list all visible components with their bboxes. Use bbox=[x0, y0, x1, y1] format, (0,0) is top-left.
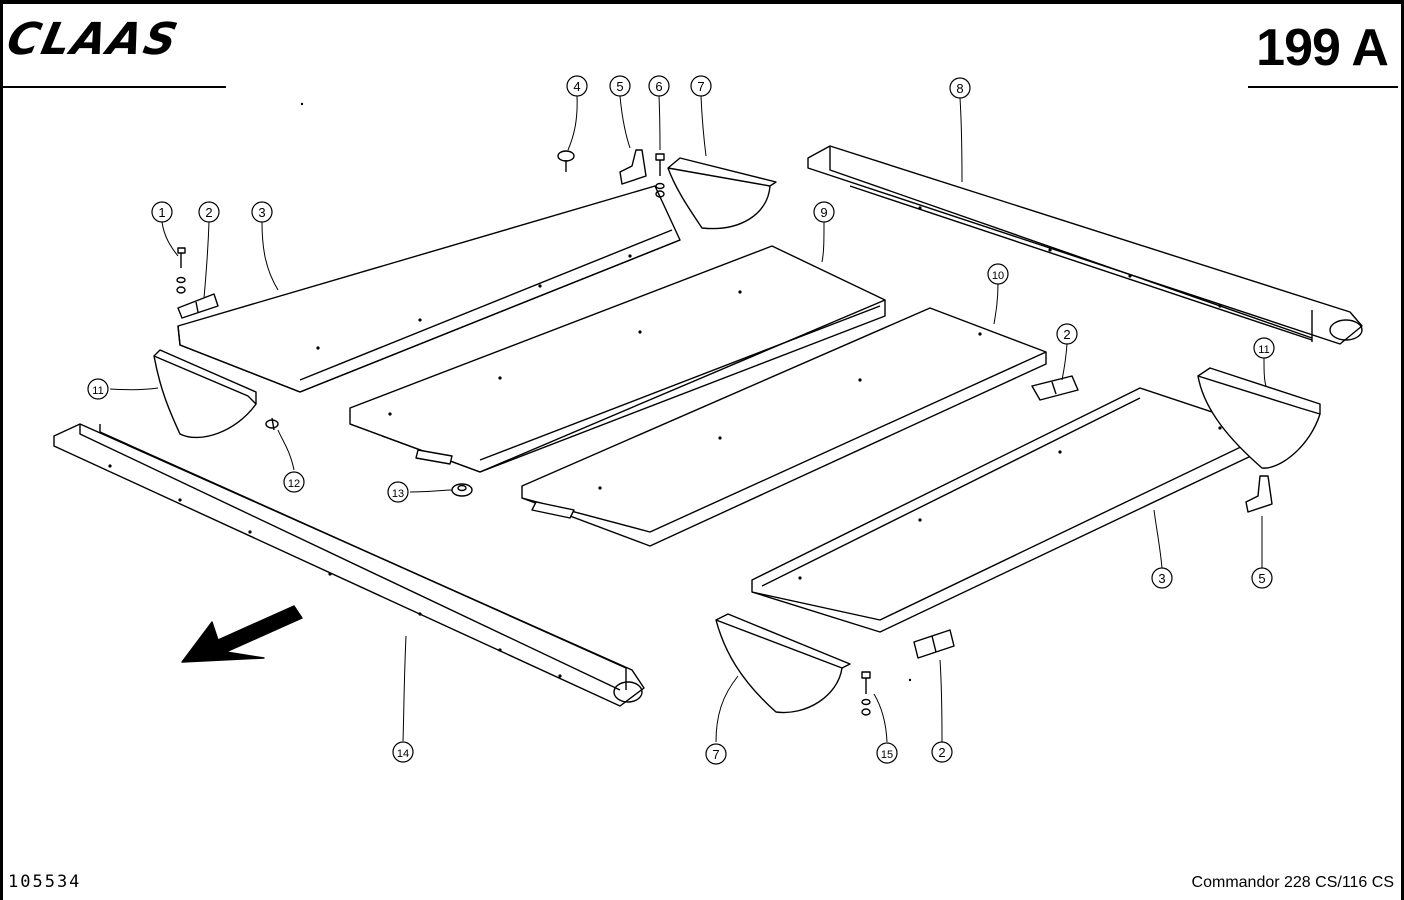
callout-circles bbox=[87, 75, 1275, 765]
part-13-grommet bbox=[451, 483, 473, 497]
part-15-screw bbox=[861, 671, 871, 716]
page-number: 199 A bbox=[1256, 19, 1389, 77]
callout-label-6: 6 bbox=[655, 79, 662, 94]
callout-3-a bbox=[251, 201, 273, 223]
part-11-shield-right bbox=[1197, 367, 1321, 469]
callout-label-7-a: 7 bbox=[697, 79, 704, 94]
callout-7-b bbox=[705, 743, 727, 765]
callout-2-a bbox=[198, 201, 220, 223]
part-7-shield-bottom bbox=[715, 613, 851, 714]
callout-2-b bbox=[1056, 323, 1078, 345]
part-4-clip bbox=[557, 150, 575, 172]
callout-14 bbox=[392, 741, 414, 763]
callout-label-2-c: 2 bbox=[938, 745, 945, 760]
drawing-number: 105534 bbox=[8, 872, 82, 892]
callout-label-15: 15 bbox=[881, 749, 893, 761]
callout-6 bbox=[648, 75, 670, 97]
brand-underline bbox=[0, 86, 226, 88]
callout-4 bbox=[566, 75, 588, 97]
part-1-screw bbox=[176, 247, 186, 294]
callout-label-14: 14 bbox=[397, 748, 409, 760]
callout-label-4: 4 bbox=[573, 79, 580, 94]
callout-label-13: 13 bbox=[392, 488, 404, 500]
top-border bbox=[0, 0, 1404, 4]
callout-labels: 1 2 3 4 5 6 7 8 9 10 2 11 11 12 13 3 5 1… bbox=[92, 79, 1269, 762]
callout-label-11-a: 11 bbox=[92, 385, 103, 397]
callout-label-5-b: 5 bbox=[1258, 571, 1265, 586]
page-number-underline bbox=[1248, 86, 1398, 88]
part-8-rail bbox=[807, 145, 1363, 345]
callout-label-12: 12 bbox=[288, 478, 300, 490]
callout-label-3-a: 3 bbox=[258, 205, 265, 220]
callout-9 bbox=[813, 201, 835, 223]
part-7-shield-top bbox=[667, 157, 777, 230]
hole-markers bbox=[108, 102, 1222, 682]
callout-1 bbox=[151, 201, 173, 223]
callout-5-a bbox=[609, 75, 631, 97]
part-2-hinge-right bbox=[1031, 375, 1079, 401]
callout-12 bbox=[283, 471, 305, 493]
part-3-panel-top bbox=[177, 185, 681, 393]
leader-lines bbox=[109, 95, 1267, 743]
model-designation: Commandor 228 CS/116 CS bbox=[1191, 874, 1394, 891]
callout-label-1: 1 bbox=[158, 205, 165, 220]
callout-label-3-b: 3 bbox=[1158, 571, 1165, 586]
callout-label-10: 10 bbox=[992, 270, 1004, 282]
part-14-rail bbox=[53, 423, 645, 707]
part-5-bracket-right bbox=[1245, 475, 1273, 513]
part-12-clip bbox=[265, 417, 279, 431]
callout-10 bbox=[987, 263, 1009, 285]
callout-label-5-a: 5 bbox=[616, 79, 623, 94]
callout-13 bbox=[387, 481, 409, 503]
callout-label-7-b: 7 bbox=[712, 747, 719, 762]
part-5-bracket-top bbox=[619, 149, 647, 185]
part-11-shield-left bbox=[153, 349, 257, 439]
part-2-hinge-lower bbox=[913, 629, 955, 659]
right-border bbox=[1401, 0, 1404, 900]
callout-11-b bbox=[1253, 337, 1275, 359]
callout-2-c bbox=[931, 741, 953, 763]
callout-label-2-a: 2 bbox=[205, 205, 212, 220]
callout-5-b bbox=[1251, 567, 1273, 589]
part-6-screw bbox=[655, 153, 665, 198]
callout-3-b bbox=[1151, 567, 1173, 589]
callout-label-11-b: 11 bbox=[1258, 344, 1269, 356]
callout-11-a bbox=[87, 378, 109, 400]
callout-15 bbox=[876, 742, 898, 764]
callout-8 bbox=[949, 77, 971, 99]
callout-label-8: 8 bbox=[956, 81, 963, 96]
callout-7-a bbox=[690, 75, 712, 97]
callout-label-2-b: 2 bbox=[1063, 327, 1070, 342]
left-border bbox=[0, 0, 3, 900]
callout-label-9: 9 bbox=[820, 205, 827, 220]
part-2-hinge-top bbox=[177, 293, 219, 319]
part-10-panel bbox=[521, 307, 1047, 547]
direction-arrow bbox=[181, 605, 303, 663]
part-9-panel-middle bbox=[349, 245, 886, 473]
